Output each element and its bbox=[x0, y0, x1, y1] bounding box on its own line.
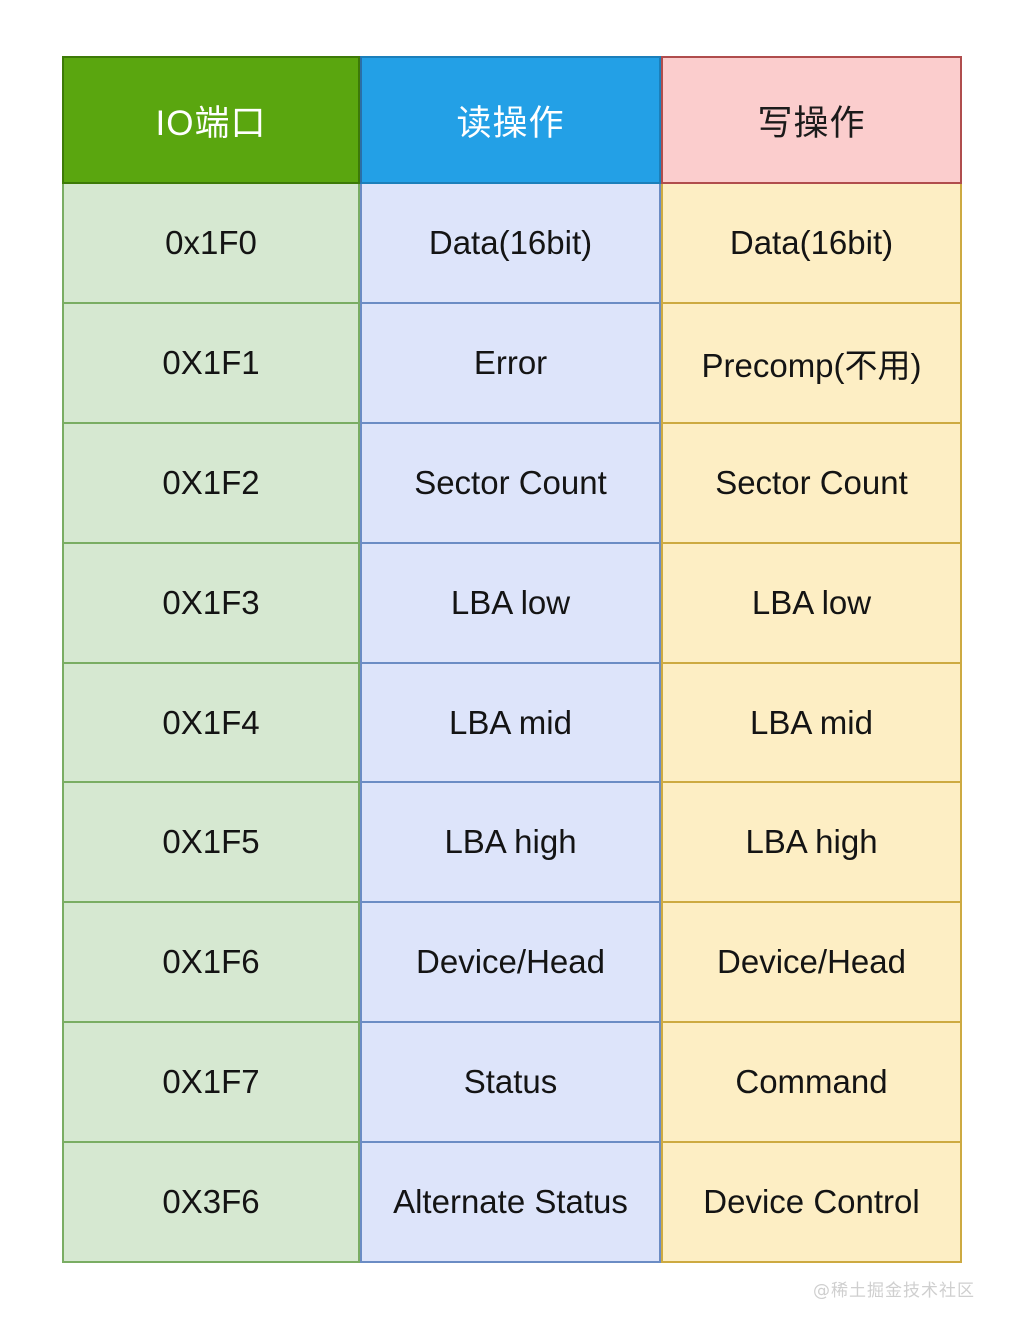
cell-io-port: 0X1F5 bbox=[62, 783, 360, 904]
column-header-io-port: IO端口 bbox=[62, 56, 360, 184]
column-header-read-operation: 读操作 bbox=[360, 56, 661, 184]
cell-write-operation: Device Control bbox=[661, 1143, 962, 1264]
cell-read-operation: LBA low bbox=[360, 543, 661, 664]
cell-io-port: 0X1F3 bbox=[62, 543, 360, 664]
cell-read-operation: LBA mid bbox=[360, 663, 661, 784]
cell-write-operation: LBA high bbox=[661, 783, 962, 904]
cell-write-operation: Sector Count bbox=[661, 423, 962, 544]
cell-io-port: 0X1F7 bbox=[62, 1023, 360, 1144]
cell-read-operation: Alternate Status bbox=[360, 1143, 661, 1264]
cell-write-operation: LBA low bbox=[661, 543, 962, 664]
watermark-text: @稀土掘金技术社区 bbox=[813, 1281, 975, 1301]
cell-read-operation: Device/Head bbox=[360, 903, 661, 1024]
cell-write-operation: LBA mid bbox=[661, 663, 962, 784]
cell-io-port: 0X1F4 bbox=[62, 663, 360, 784]
cell-io-port: 0X1F1 bbox=[62, 303, 360, 424]
cell-io-port: 0X1F6 bbox=[62, 903, 360, 1024]
cell-io-port: 0X3F6 bbox=[62, 1143, 360, 1264]
cell-write-operation: Device/Head bbox=[661, 903, 962, 1024]
cell-write-operation: Data(16bit) bbox=[661, 184, 962, 304]
cell-read-operation: LBA high bbox=[360, 783, 661, 904]
table-header-row: IO端口 读操作 写操作 bbox=[62, 56, 962, 184]
cell-write-operation: Precomp(不用) bbox=[661, 303, 962, 424]
cell-read-operation: Data(16bit) bbox=[360, 184, 661, 304]
cell-io-port: 0x1F0 bbox=[62, 184, 360, 304]
cell-io-port: 0X1F2 bbox=[62, 423, 360, 544]
cell-read-operation: Status bbox=[360, 1023, 661, 1144]
table-header: IO端口 读操作 写操作 bbox=[62, 56, 962, 184]
cell-read-operation: Sector Count bbox=[360, 423, 661, 544]
cell-read-operation: Error bbox=[360, 303, 661, 424]
column-header-write-operation: 写操作 bbox=[661, 56, 962, 184]
cell-write-operation: Command bbox=[661, 1023, 962, 1144]
